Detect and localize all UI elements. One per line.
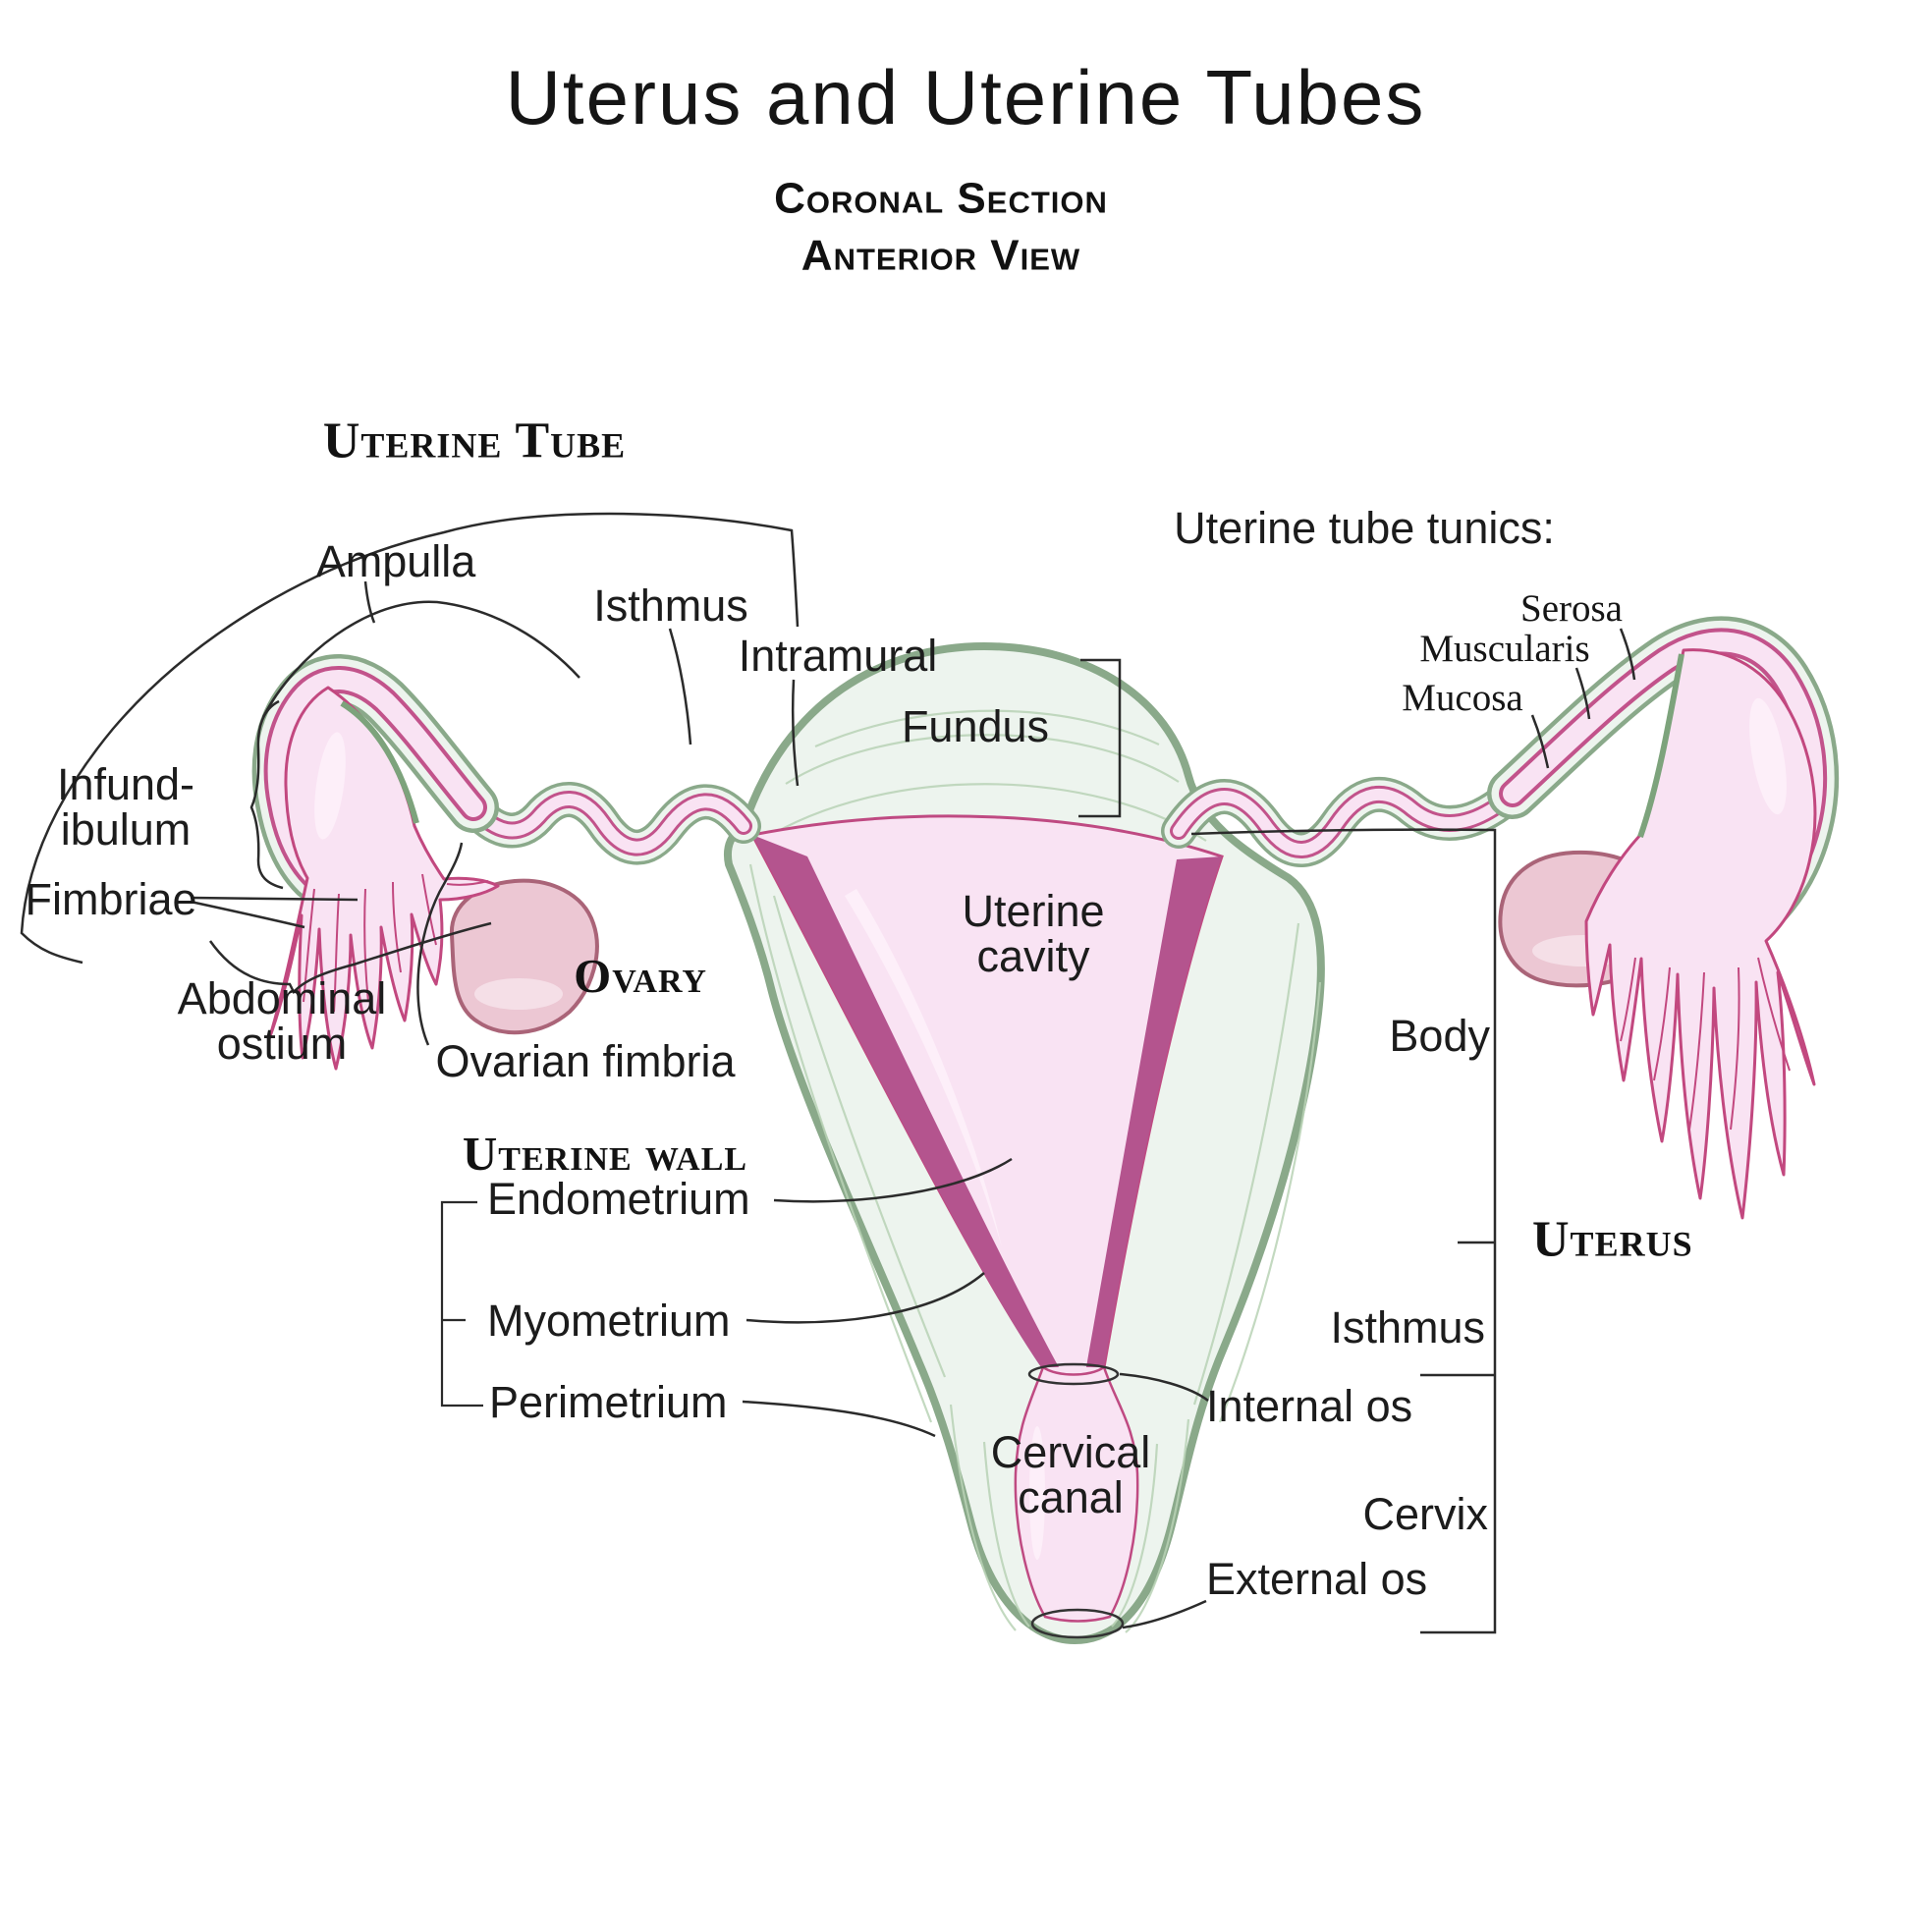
endometrium-band-right [1086,856,1222,1367]
label-ovarian-fimbria: Ovarian fimbria [435,1036,736,1087]
subtitle-coronal-section: Coronal Section [774,174,1108,223]
label-myometrium: Myometrium [487,1296,731,1347]
label-infundibulum-line2: ibulum [60,804,192,855]
label-cervical-canal-line2: canal [1018,1472,1124,1522]
endometrium-band-left [752,835,1059,1367]
label-isthmus-uterus: Isthmus [1330,1302,1485,1353]
label-external-os: External os [1206,1554,1428,1605]
muscularis-leader-line [1574,667,1591,720]
right-inner-hook-edge [1637,653,1684,838]
label-mucosa: Mucosa [1402,677,1523,720]
intramural-leader-line [791,679,800,787]
myometrium-leader-line [745,1272,985,1324]
label-internal-os: Internal os [1206,1381,1413,1432]
canal-highlight [1029,1426,1045,1560]
label-fimbriae: Fimbriae [25,874,197,925]
uterine-tube-bracket [20,512,800,965]
right-infundibulum-fimbriae [1584,648,1817,1220]
myometrium-streaks [748,709,1322,1633]
external-os-leader-line [1122,1599,1207,1629]
uterus-bracket [1190,828,1497,1634]
cervical-canal-shape [1014,1365,1139,1623]
serosa-leader-line [1619,628,1636,681]
internal-os-leader-line [1119,1372,1209,1402]
label-uterine-cavity: Uterine cavity [962,889,1104,979]
ampulla-region-arc [261,600,580,718]
ovarian-fimbria-leader-line [416,842,464,1046]
label-abdominal-ostium-line2: ostium [216,1019,348,1069]
internal-os-ellipse [1027,1362,1120,1386]
label-perimetrium: Perimetrium [489,1377,728,1428]
heading-uterus: Uterus [1532,1211,1693,1268]
left-ovary [449,878,599,1035]
label-muscularis: Muscularis [1419,628,1590,671]
subtitle-anterior-view: Anterior View [800,231,1081,280]
fimbriae-leader-line-1 [190,896,359,902]
left-ovary-highlight [474,978,563,1010]
label-uterine-cavity-line1: Uterine [962,886,1105,937]
label-intramural: Intramural [738,631,938,682]
endometrium-leader-line [773,1157,1013,1203]
abdominal-ostium-brace [208,921,492,995]
label-endometrium: Endometrium [487,1174,750,1225]
label-abdominal-ostium: Abdominal ostium [178,976,387,1067]
label-serosa: Serosa [1520,587,1623,631]
label-abdominal-ostium-line1: Abdominal [177,973,387,1024]
isthmus-tube-leader-line [668,628,692,745]
fimbriae-leader-line-2 [190,900,305,929]
page-title: Uterus and Uterine Tubes [505,54,1426,141]
label-uterine-cavity-line2: cavity [976,931,1090,981]
infundibulum-brace [249,699,284,890]
label-ampulla: Ampulla [315,536,476,587]
label-cervical-canal: Cervical canal [991,1430,1151,1520]
right-funnel-highlight [1749,697,1787,815]
left-funnel-highlight [314,732,346,840]
external-os-ellipse [1030,1608,1125,1639]
label-infundibulum-line1: Infund- [56,759,195,810]
heading-uterine-wall: Uterine wall [462,1127,748,1182]
ampulla-leader-line [363,580,376,624]
label-cervix: Cervix [1362,1489,1488,1540]
right-fimbriae-strands [1620,957,1791,1131]
mucosa-leader-line [1530,714,1550,769]
heading-ovary: Ovary [574,949,707,1004]
label-fundus: Fundus [901,701,1050,752]
heading-uterine-tube: Uterine Tube [322,413,627,469]
label-infundibulum: Infund- ibulum [57,762,194,853]
perimetrium-leader-line [742,1400,936,1438]
right-funnel [1584,648,1817,1220]
uterine-wall-bracket [440,1200,483,1408]
label-isthmus-tube: Isthmus [593,580,748,632]
fundus-bracket [1078,658,1122,818]
label-cervical-canal-line1: Cervical [990,1427,1151,1478]
left-inner-hook-edge [340,700,419,824]
left-uterine-tube [251,654,761,902]
label-body: Body [1389,1011,1490,1062]
heading-uterine-tube-tunics: Uterine tube tunics: [1174,503,1555,554]
